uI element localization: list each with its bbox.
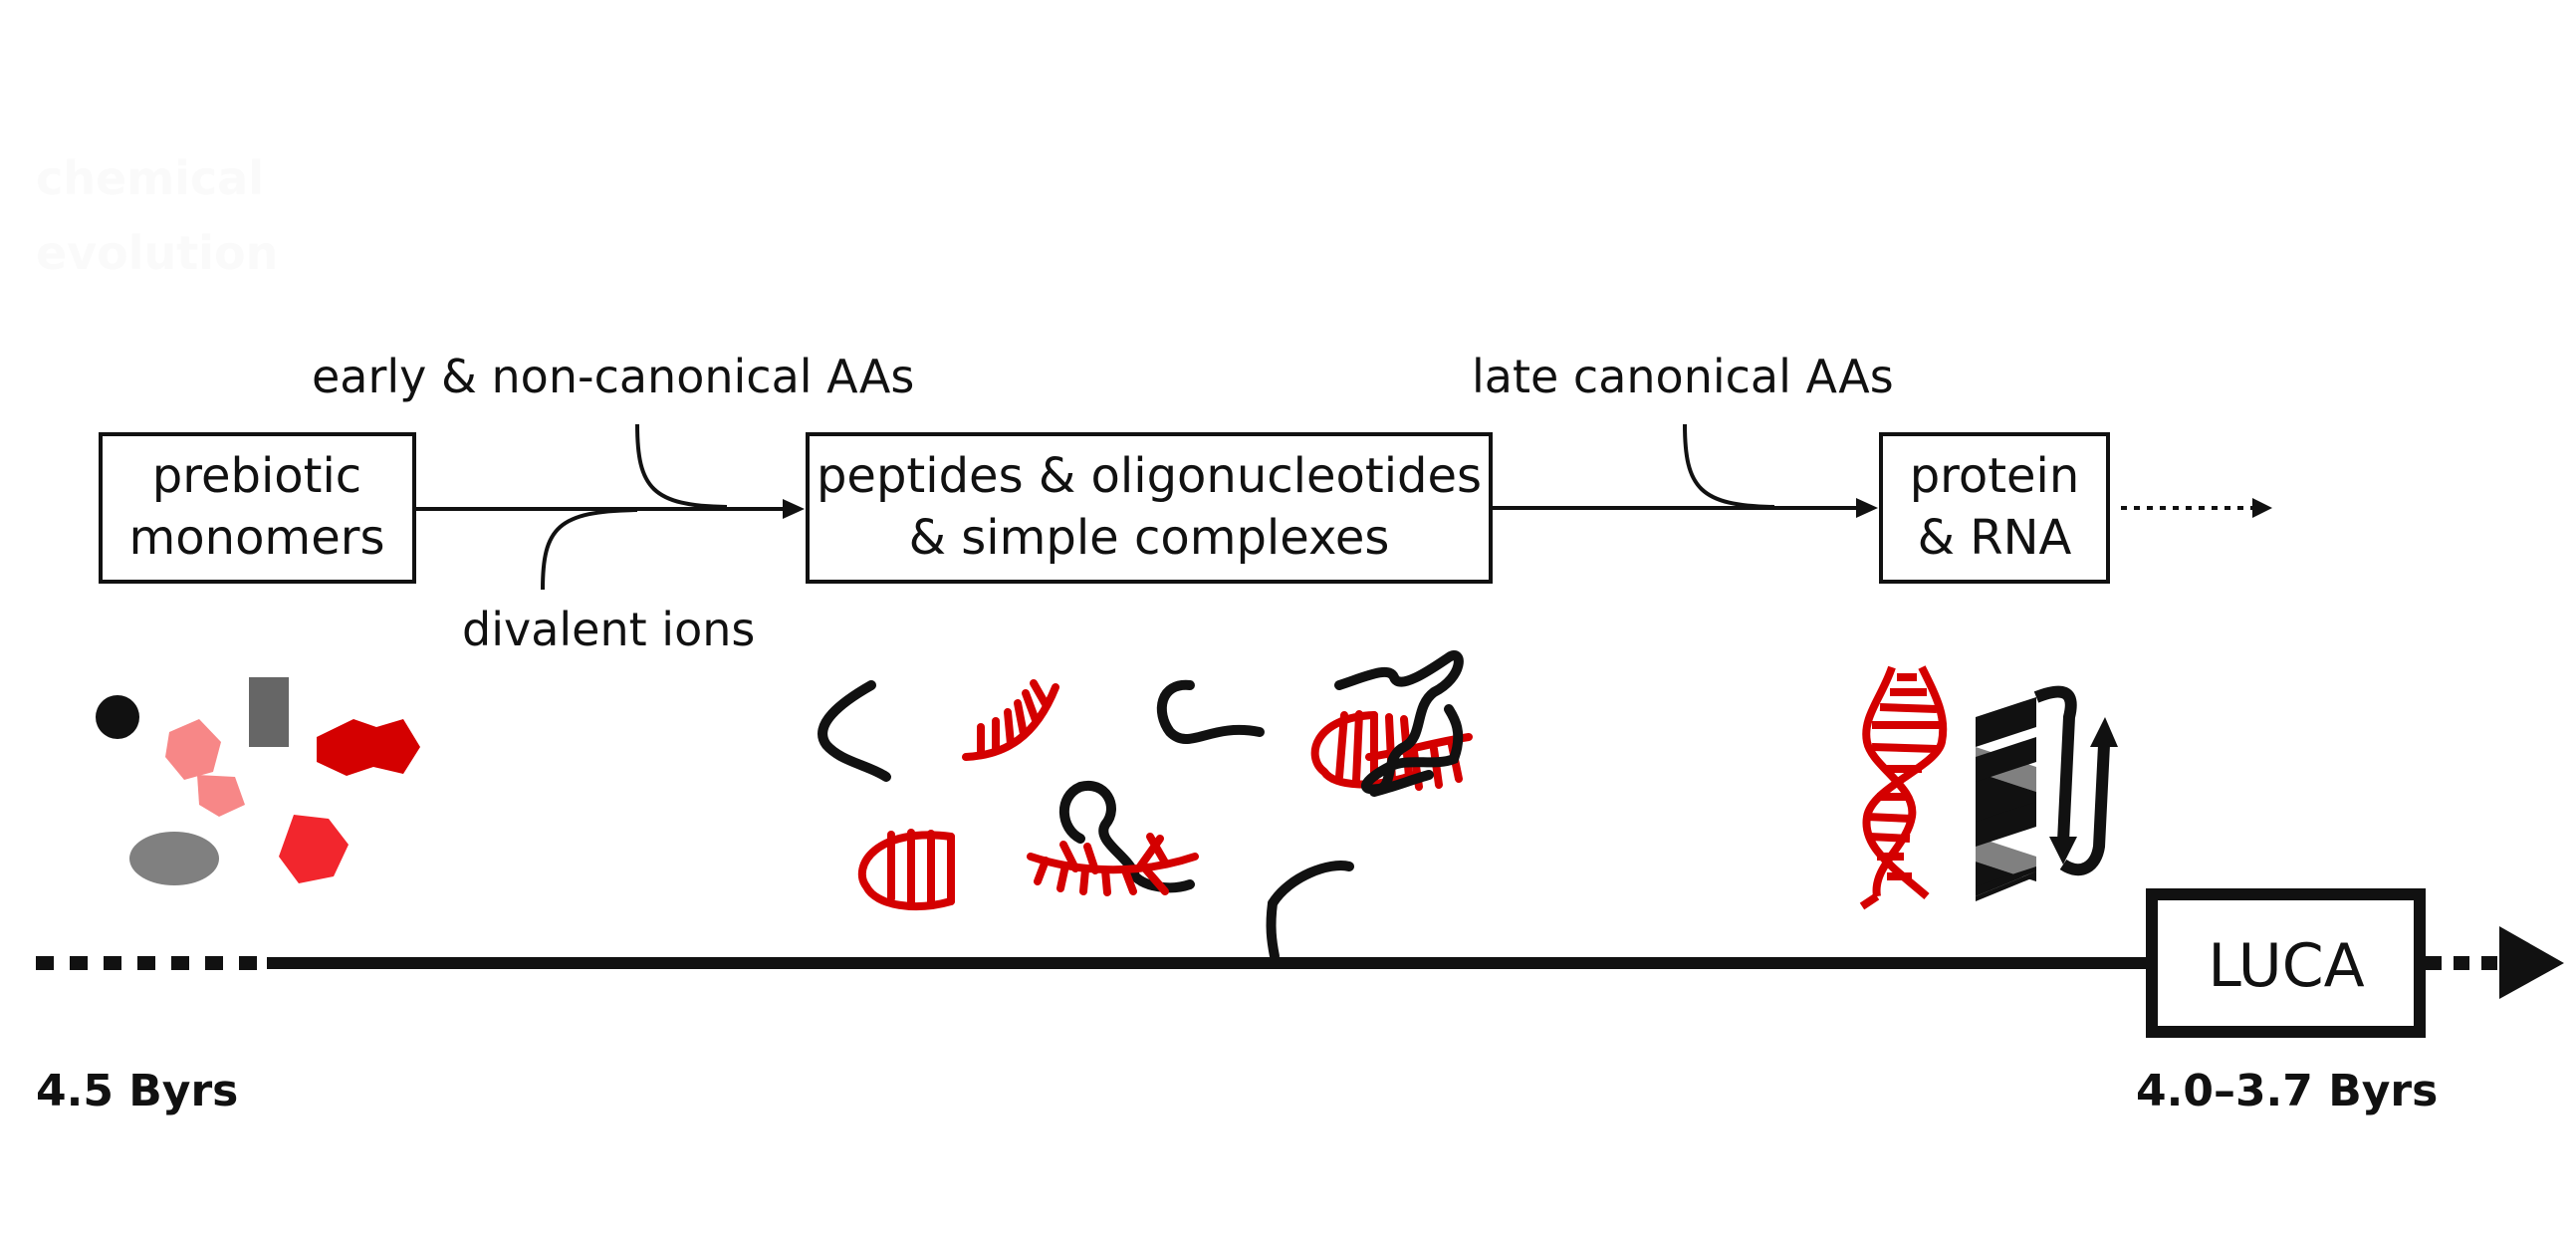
prebiotic-monomers-box [99,432,416,584]
end-time-label: 4.0–3.7 Byrs [2136,1066,2438,1116]
arrow-monomers-to-peptides [416,499,805,519]
peptides-box [806,432,1493,584]
red-hexagon-monomer [279,815,349,883]
early-aas-inlet-curve [635,423,728,509]
red-double-hexagon-monomer [317,719,420,776]
oligomer-shapes [818,650,1473,961]
rna-hairpin-2 [857,829,955,910]
divalent-ions-inlet-curve [541,508,638,591]
prebiotic-box-label-1: prebiotic [152,448,361,504]
rna-hairpin-1 [962,679,1059,761]
timeline: LUCA 4.5 Byrs 4.0–3.7 Byrs [36,888,2564,1116]
prebiotic-box-label-2: monomers [129,510,385,566]
timeline-arrowhead [2499,926,2564,999]
rna-peptide-complex [1310,650,1473,797]
ghost-title-line2: evolution [36,226,278,280]
early-aas-label: early & non-canonical AAs [312,350,914,403]
rna-branched [1027,833,1199,896]
peptides-box-label-2: & simple complexes [909,510,1390,566]
protein-rna-box [1879,432,2110,584]
beta-sheet-icon [2033,685,2118,876]
gray-rect-monomer [249,677,289,747]
dotted-continuation-arrow [2121,498,2272,518]
pink-fragment-monomer [197,775,245,817]
alpha-helix-icon [1976,697,2036,901]
late-aas-inlet-curve [1683,423,1775,509]
peptide-strand-1 [818,680,891,782]
gray-ellipse-monomer [129,832,219,885]
protein-box-label-2: & RNA [1918,510,2072,566]
peptide-strand-2 [1156,679,1265,745]
start-time-label: 4.5 Byrs [36,1066,238,1116]
ghost-title-line1: chemical [36,151,264,205]
luca-label: LUCA [2208,931,2364,1001]
pink-hexagon-monomer [165,719,221,780]
peptide-strand-3 [1058,780,1195,893]
late-aas-label: late canonical AAs [1472,350,1894,403]
peptides-box-label-1: peptides & oligonucleotides [817,448,1482,504]
protein-box-label-1: protein [1910,448,2080,504]
divalent-ions-label: divalent ions [462,603,755,656]
luca-box [2146,888,2426,1038]
black-dot-monomer [96,695,139,739]
peptide-strand-4 [1268,861,1354,908]
monomer-shapes [96,677,420,885]
double-helix-icon [1859,665,1948,910]
arrow-peptides-to-protein [1493,498,1878,518]
